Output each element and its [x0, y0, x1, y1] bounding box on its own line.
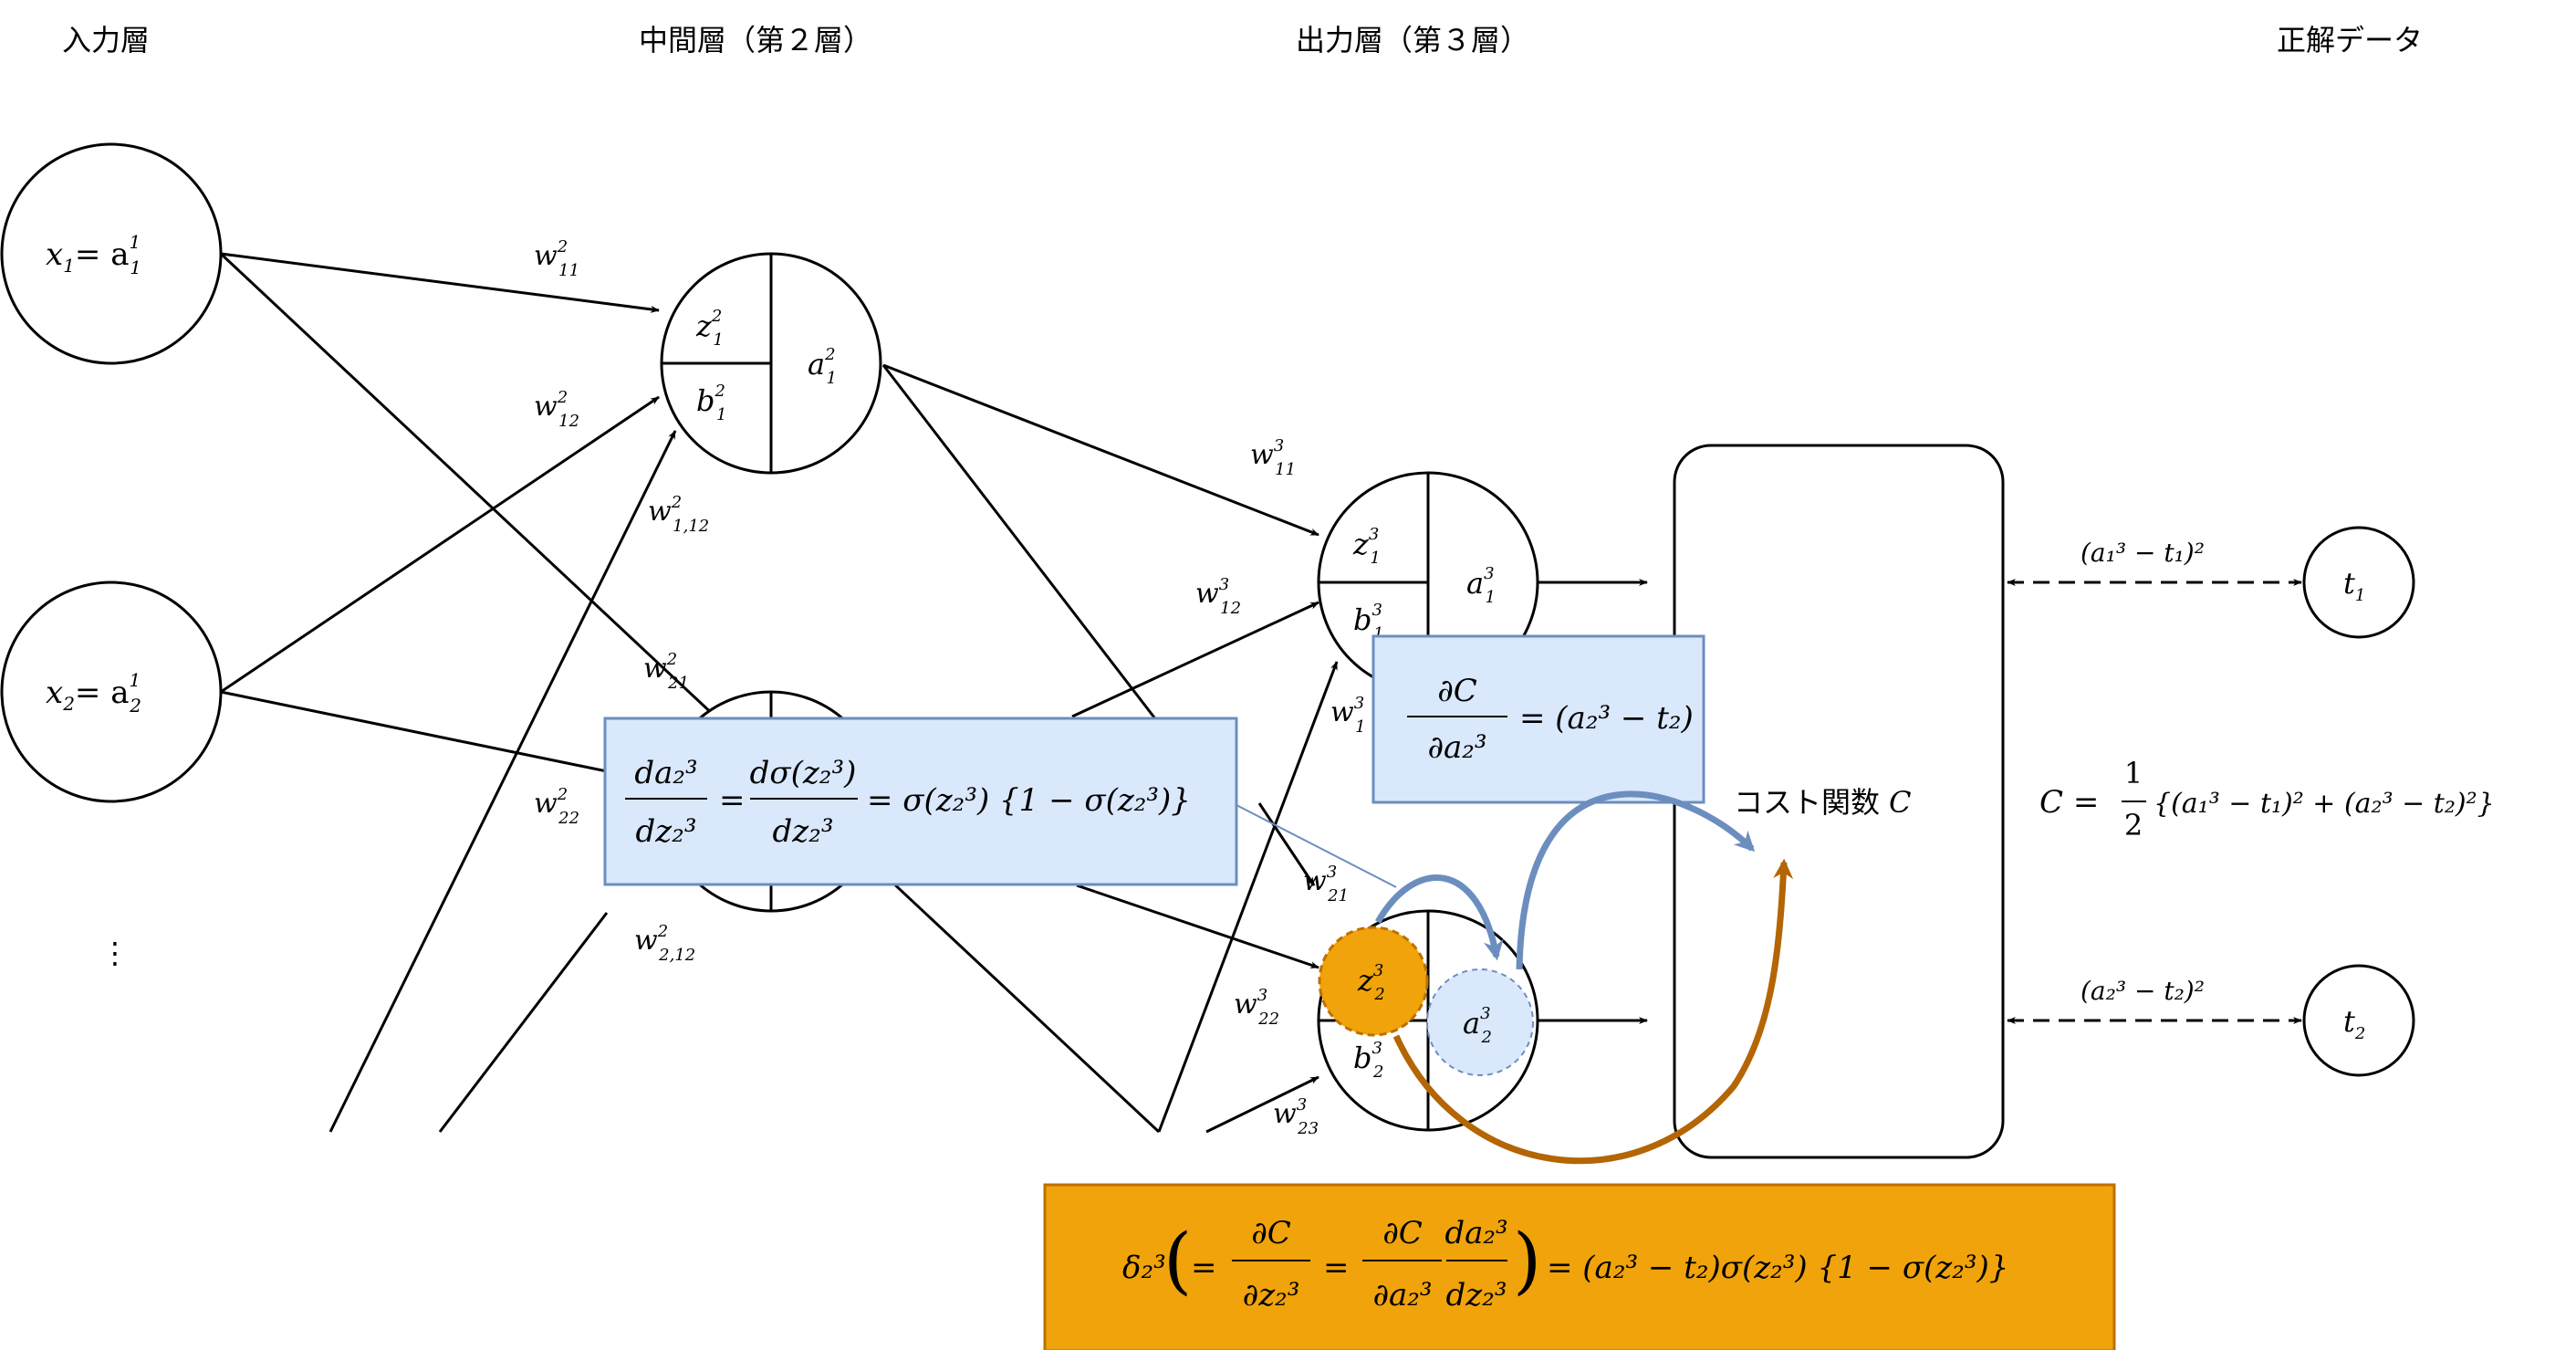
svg-text:dσ(z₂³): dσ(z₂³)	[750, 755, 857, 791]
svg-text:z31: z31	[1352, 525, 1381, 568]
svg-text:(: (	[1163, 1218, 1192, 1303]
svg-text:=: =	[1323, 1250, 1350, 1286]
svg-text:dz₂³: dz₂³	[773, 813, 834, 850]
cost-formula: C = 1 2 {(a₁³ − t₁)² + (a₂³ − t₂)²}	[2039, 756, 2495, 842]
formula-box-dC-da: ∂C ∂a₂³ = (a₂³ − t₂)	[1371, 634, 1705, 804]
svg-text:∂z₂³: ∂z₂³	[1243, 1277, 1300, 1313]
error-term-1: (a₁³ − t₁)²	[2081, 538, 2205, 568]
svg-text:=: =	[719, 782, 746, 819]
svg-text:x2= a12: x2= a12	[46, 669, 141, 717]
svg-text:b31: b31	[1353, 601, 1383, 644]
svg-text:b32: b32	[1353, 1039, 1383, 1082]
svg-text:t2: t2	[2343, 1004, 2365, 1043]
svg-text:{(a₁³ − t₁)² + (a₂³ − t₂)²}: {(a₁³ − t₁)² + (a₂³ − t₂)²}	[2154, 788, 2495, 820]
svg-text:a31: a31	[1466, 564, 1496, 607]
svg-text:t1: t1	[2343, 566, 2365, 605]
svg-text:= σ(z₂³) {1 − σ(z₂³)}: = σ(z₂³) {1 − σ(z₂³)}	[867, 782, 1191, 819]
ellipsis-more-inputs: ⋮	[100, 936, 130, 970]
header-output-layer: 出力層（第３層）	[1296, 23, 1529, 58]
svg-text:=: =	[1191, 1250, 1217, 1286]
target-node-2: t2	[2302, 964, 2415, 1077]
svg-text:dz₂³: dz₂³	[636, 813, 697, 850]
svg-text:∂C: ∂C	[1382, 1215, 1423, 1251]
target-node-1: t1	[2302, 526, 2415, 639]
error-term-2: (a₂³ − t₂)²	[2081, 976, 2205, 1006]
connections-input-hidden	[219, 252, 1161, 1134]
connections-cost-target	[2007, 579, 2302, 1024]
backprop-arrow-orange	[1392, 858, 1794, 1165]
svg-text:a32: a32	[1463, 1004, 1492, 1047]
backprop-arrows-blue	[1374, 790, 1756, 970]
svg-text:): )	[1513, 1218, 1541, 1303]
svg-text:x1= a11: x1= a11	[46, 231, 141, 278]
svg-text:1: 1	[2124, 756, 2143, 790]
svg-text:δ₂³: δ₂³	[1122, 1250, 1166, 1286]
svg-text:a21: a21	[808, 345, 837, 388]
svg-text:w31: w31	[1330, 694, 1366, 737]
svg-text:dz₂³: dz₂³	[1446, 1277, 1507, 1313]
formula-box-delta: δ₂³ ( = ∂C ∂z₂³ = ∂C ∂a₂³ da₂³ dz₂³ ) = …	[1043, 1183, 2116, 1350]
connections-output-cost	[1538, 579, 1648, 1024]
svg-text:= (a₂³ − t₂): = (a₂³ − t₂)	[1519, 700, 1694, 737]
formula-pointer-line	[1236, 804, 1397, 888]
formula-box-da-dz: da₂³ dz₂³ = dσ(z₂³) dz₂³ = σ(z₂³) {1 − σ…	[603, 717, 1238, 886]
svg-text:C =: C =	[2039, 784, 2099, 821]
svg-text:∂a₂³: ∂a₂³	[1372, 1277, 1432, 1313]
svg-text:∂C: ∂C	[1251, 1215, 1291, 1251]
connections-hidden-output	[881, 363, 1339, 1134]
svg-text:w21,12: w21,12	[648, 493, 709, 536]
svg-text:z32: z32	[1357, 961, 1385, 1004]
svg-text:∂a₂³: ∂a₂³	[1427, 729, 1486, 766]
svg-text:= (a₂³ − t₂)σ(z₂³) {1 − σ(z₂³): = (a₂³ − t₂)σ(z₂³) {1 − σ(z₂³)}	[1547, 1250, 2008, 1286]
svg-text:2: 2	[2124, 808, 2143, 842]
svg-text:∂C: ∂C	[1437, 673, 1477, 709]
svg-text:b21: b21	[696, 382, 726, 424]
header-input-layer: 入力層	[62, 23, 150, 58]
svg-text:da₂³: da₂³	[1444, 1215, 1507, 1251]
svg-text:w22,12: w22,12	[634, 922, 695, 965]
svg-text:da₂³: da₂³	[634, 755, 697, 791]
svg-text:z21: z21	[695, 307, 724, 350]
header-hidden-layer: 中間層（第２層）	[639, 23, 872, 58]
header-target-data: 正解データ	[2277, 23, 2423, 58]
